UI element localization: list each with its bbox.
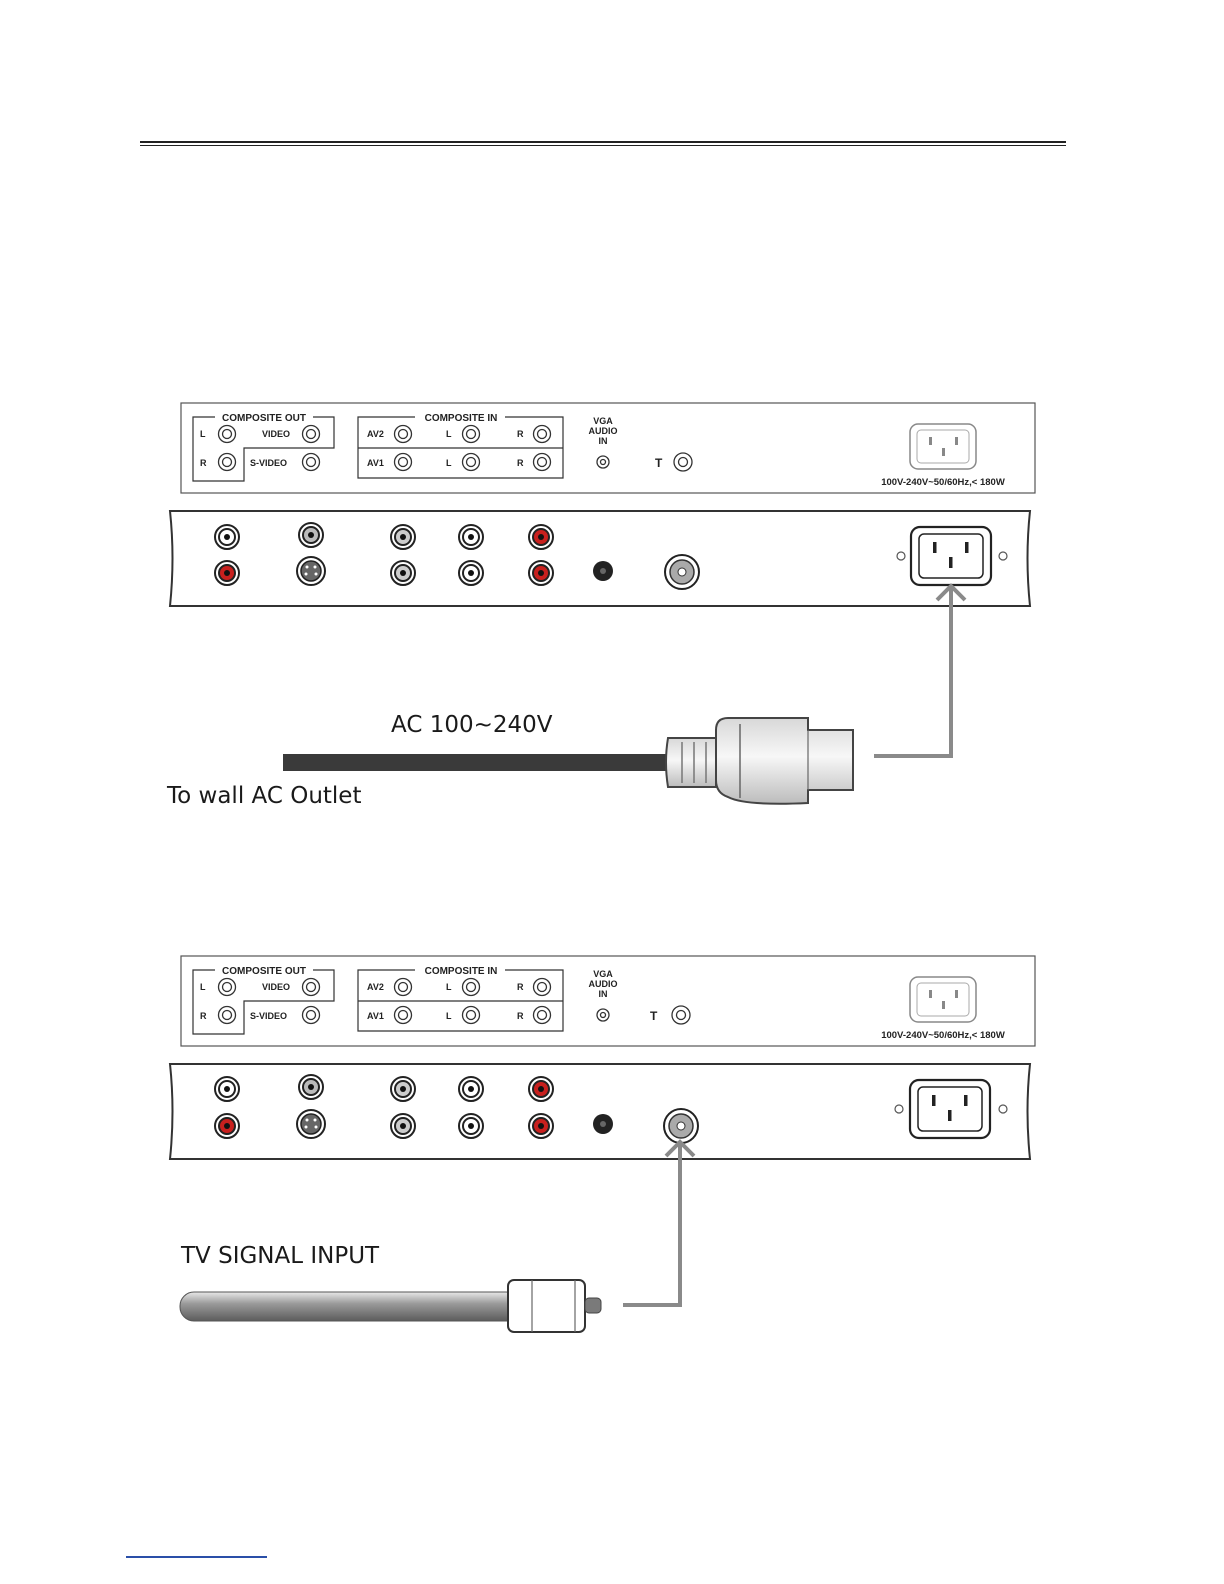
out-video-label: VIDEO: [262, 429, 290, 439]
jack-out-svideo: [297, 557, 325, 585]
jack-av2-r-2: [529, 1077, 553, 1101]
jack-av2-l-2: [459, 1077, 483, 1101]
out-svideo-label: S-VIDEO: [250, 458, 287, 468]
av2-label-2: AV2: [367, 982, 384, 992]
in-l-top-label: L: [446, 429, 452, 439]
footer-link-underline: [126, 1556, 267, 1558]
jack-out-svideo-2: [297, 1110, 325, 1138]
ac-inlet-icon: [910, 424, 976, 469]
label-panel: COMPOSITE OUT COMPOSITE IN L R VIDEO S-V…: [181, 403, 1035, 493]
audio-label-2: AUDIO: [589, 979, 618, 989]
in-l-bottom-label: L: [446, 458, 452, 468]
vga-label-2: VGA: [593, 969, 613, 979]
av1-label-2: AV1: [367, 1011, 384, 1021]
in-l-bottom-label-2: L: [446, 1011, 452, 1021]
antenna-connection-arrow: [623, 1142, 694, 1305]
tv-signal-input-label: TV SIGNAL INPUT: [181, 1243, 379, 1269]
audio-label: AUDIO: [589, 426, 618, 436]
out-r-label-2: R: [200, 1011, 207, 1021]
jack-av2-video: [391, 525, 415, 549]
jack-av1-l-2: [459, 1114, 483, 1138]
jack-out-l-2: [215, 1077, 239, 1101]
jack-av2-l: [459, 525, 483, 549]
jack-out-r: [215, 561, 239, 585]
jack-vga-audio-2: [593, 1114, 613, 1134]
av1-label: AV1: [367, 458, 384, 468]
label-panel-2: COMPOSITE OUT COMPOSITE IN L R VIDEO S-V…: [181, 956, 1035, 1046]
in-label: IN: [599, 436, 608, 446]
jack-av1-video-2: [391, 1114, 415, 1138]
voltage-label: AC 100~240V: [391, 712, 553, 738]
vga-label: VGA: [593, 416, 613, 426]
av2-label: AV2: [367, 429, 384, 439]
jack-av1-l: [459, 561, 483, 585]
composite-out-label: COMPOSITE OUT: [222, 413, 306, 424]
composite-out-label-2: COMPOSITE OUT: [222, 966, 306, 977]
jack-antenna-2: [664, 1109, 698, 1143]
ac-inlet: [897, 527, 1007, 585]
in-r-bottom-label-2: R: [517, 1011, 524, 1021]
rear-panel-2: [170, 1064, 1030, 1159]
rear-panel: [170, 511, 1030, 606]
jack-av1-r-2: [529, 1114, 553, 1138]
power-connection-diagram: COMPOSITE OUT COMPOSITE IN L R VIDEO S-V…: [0, 0, 1224, 840]
jack-out-r-2: [215, 1114, 239, 1138]
in-r-top-label-2: R: [517, 982, 524, 992]
out-svideo-label-2: S-VIDEO: [250, 1011, 287, 1021]
coax-cable: [180, 1280, 601, 1332]
in-l-top-label-2: L: [446, 982, 452, 992]
out-video-label-2: VIDEO: [262, 982, 290, 992]
jack-av2-video-2: [391, 1077, 415, 1101]
jack-antenna: [665, 555, 699, 589]
jack-out-video: [299, 523, 323, 547]
outlet-label: To wall AC Outlet: [167, 783, 361, 809]
in-r-bottom-label: R: [517, 458, 524, 468]
out-r-label: R: [200, 458, 207, 468]
jack-av1-video: [391, 561, 415, 585]
antenna-connection-diagram: COMPOSITE OUT COMPOSITE IN L R VIDEO S-V…: [0, 940, 1224, 1360]
jack-out-l: [215, 525, 239, 549]
in-label-2: IN: [599, 989, 608, 999]
ac-inlet-icon-2: [910, 977, 976, 1022]
composite-in-label-2: COMPOSITE IN: [425, 966, 498, 977]
power-connection-arrow: [874, 586, 965, 756]
ac-inlet-2: [895, 1080, 1007, 1138]
out-l-label: L: [200, 429, 206, 439]
antenna-label-2: T: [650, 1009, 658, 1023]
out-l-label-2: L: [200, 982, 206, 992]
jack-av2-r: [529, 525, 553, 549]
power-rating-label-2: 100V-240V~50/60Hz,< 180W: [881, 1030, 1005, 1041]
jack-av1-r: [529, 561, 553, 585]
jack-out-video-2: [299, 1075, 323, 1099]
composite-in-label: COMPOSITE IN: [425, 413, 498, 424]
antenna-label: T: [655, 456, 663, 470]
in-r-top-label: R: [517, 429, 524, 439]
power-rating-label: 100V-240V~50/60Hz,< 180W: [881, 477, 1005, 488]
jack-vga-audio: [593, 561, 613, 581]
power-cord: [283, 718, 853, 804]
